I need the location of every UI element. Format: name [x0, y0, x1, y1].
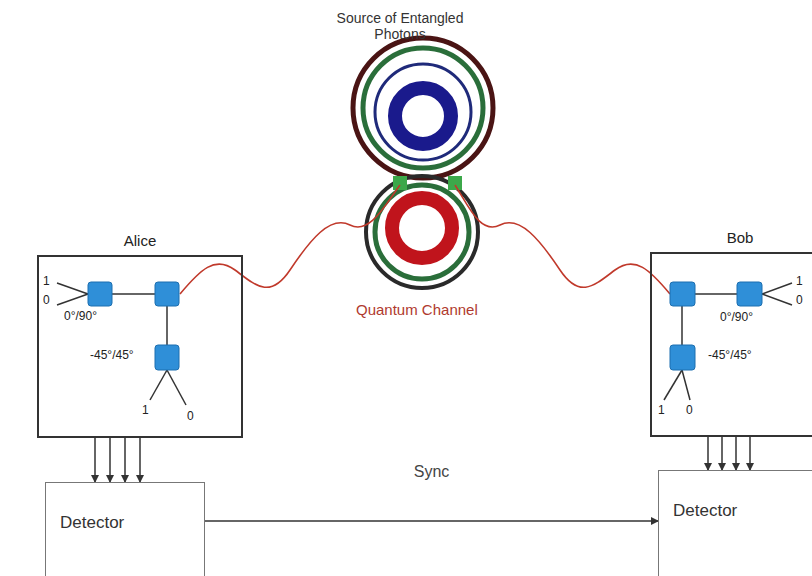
station-box: Bob — [650, 252, 812, 437]
source-title: Source of Entangled Photons — [335, 10, 465, 42]
port-label: 1 — [142, 404, 149, 418]
beam-splitter — [670, 282, 695, 306]
ring — [366, 176, 478, 288]
port-label: 0 — [43, 294, 50, 308]
station-name: Alice — [39, 232, 241, 249]
ring — [353, 38, 493, 178]
connector — [707, 437, 709, 470]
port-label: 1 — [43, 275, 50, 289]
channel-label: Quantum Channel — [356, 301, 478, 318]
detector-box: Detector — [45, 482, 205, 576]
connector — [721, 437, 723, 470]
ring — [392, 198, 452, 258]
fibre — [180, 185, 400, 294]
port-label: 1 — [796, 275, 803, 289]
port-label: 0°/90° — [720, 311, 753, 325]
station-name: Bob — [652, 229, 812, 246]
detector-box: Detector — [658, 470, 812, 576]
connector — [205, 520, 658, 522]
connector — [94, 438, 96, 482]
port-label: 0 — [686, 404, 693, 418]
port-label: 0 — [796, 294, 803, 308]
port-label: -45°/45° — [90, 349, 134, 363]
station-box: Alice — [37, 255, 243, 438]
crystal-spot — [448, 176, 462, 190]
ring — [395, 88, 451, 144]
box-label: Detector — [673, 501, 737, 521]
connector — [109, 438, 111, 482]
connector — [735, 437, 737, 470]
ring — [375, 64, 471, 160]
connector — [139, 438, 141, 482]
beam-splitter — [737, 282, 762, 306]
edge-label: Sync — [411, 463, 453, 481]
port-label: -45°/45° — [708, 349, 752, 363]
port-label: 1 — [658, 404, 665, 418]
beam-splitter — [155, 345, 179, 370]
box-label: Detector — [60, 513, 124, 533]
ring — [363, 48, 483, 168]
connector — [749, 437, 751, 470]
crystal-spot — [393, 176, 407, 190]
connector — [124, 438, 126, 482]
port-label: 0°/90° — [64, 310, 97, 324]
beam-splitter — [88, 282, 112, 306]
beam-splitter — [670, 345, 695, 370]
port-label: 0 — [187, 410, 194, 424]
fibre — [455, 185, 670, 294]
beam-splitter — [155, 282, 179, 306]
